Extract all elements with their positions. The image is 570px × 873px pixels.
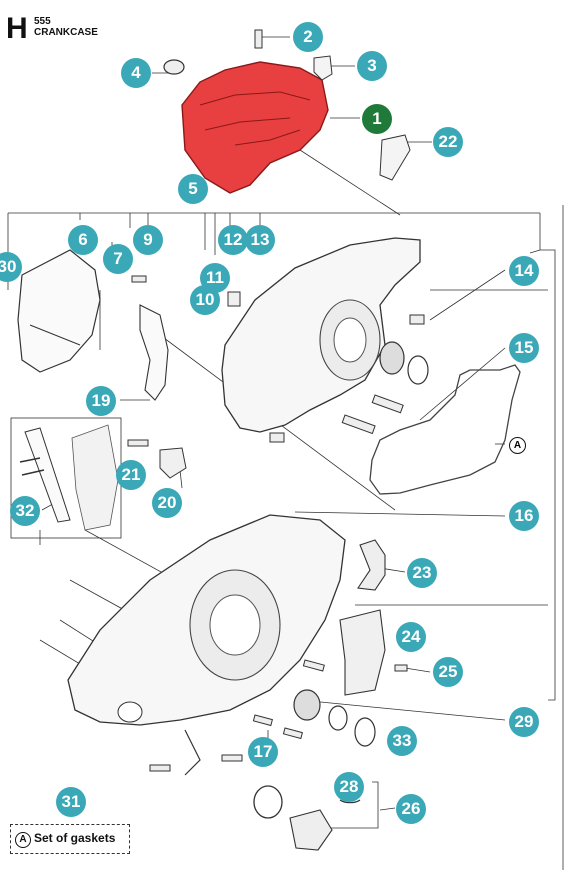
callout-12: 12 (218, 225, 248, 255)
callout-33: 33 (387, 726, 417, 756)
callout-16: 16 (509, 501, 539, 531)
callout-2: 2 (293, 22, 323, 52)
grommet-4 (163, 59, 185, 75)
callout-25: 25 (433, 657, 463, 687)
washer-33 (354, 717, 376, 747)
gasket-marker: A (509, 437, 526, 454)
seal-upper (407, 355, 429, 385)
callout-29: 29 (509, 707, 539, 737)
callout-15: 15 (509, 333, 539, 363)
plate-20 (159, 447, 187, 479)
callout-21: 21 (116, 460, 146, 490)
callout-31: 31 (56, 787, 86, 817)
callout-22: 22 (433, 127, 463, 157)
callout-32: 32 (10, 496, 40, 526)
seal-lower (328, 705, 348, 731)
bracket-23 (357, 539, 386, 591)
model-number: 555 (34, 16, 51, 27)
callout-28: 28 (334, 772, 364, 802)
callout-30: 30 (0, 252, 22, 282)
clutch-cover (17, 249, 101, 373)
callout-14: 14 (509, 256, 539, 286)
valve-22 (379, 134, 411, 181)
legend-text: Set of gaskets (34, 831, 116, 845)
diagram-title: CRANKCASE (34, 27, 98, 38)
crankcase-gasket-upper (369, 364, 521, 495)
valve-26 (289, 809, 333, 851)
callout-13: 13 (245, 225, 275, 255)
callout-7: 7 (103, 244, 133, 274)
callout-17: 17 (248, 737, 278, 767)
callout-6: 6 (68, 225, 98, 255)
callout-10: 10 (190, 285, 220, 315)
crankcase-top-cover (181, 61, 329, 194)
callout-5: 5 (178, 174, 208, 204)
callout-24: 24 (396, 622, 426, 652)
bearing-upper (379, 341, 405, 375)
bearing-lower (293, 689, 321, 721)
callout-26: 26 (396, 794, 426, 824)
screw-2 (254, 29, 263, 49)
callout-4: 4 (121, 58, 151, 88)
callout-1: 1 (362, 104, 392, 134)
bracket-19 (139, 304, 169, 401)
callout-19: 19 (86, 386, 116, 416)
seal-26 (253, 785, 283, 819)
cover-24 (339, 609, 386, 696)
frame-right (539, 213, 556, 701)
clip-3 (313, 55, 333, 81)
callout-20: 20 (152, 488, 182, 518)
callout-3: 3 (357, 51, 387, 81)
callout-9: 9 (133, 225, 163, 255)
callout-23: 23 (407, 558, 437, 588)
section-letter: H (6, 12, 28, 45)
legend-marker: A (15, 832, 31, 848)
